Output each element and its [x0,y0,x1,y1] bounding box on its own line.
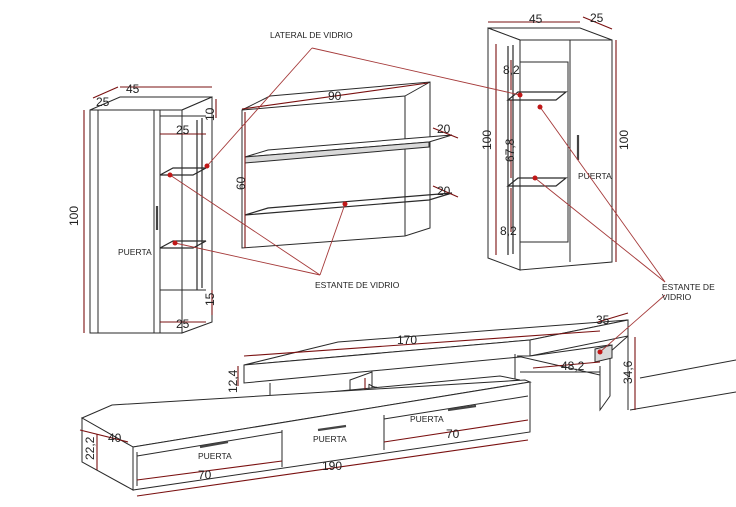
glass-shelf-center-label: ESTANTE DE VIDRIO [315,280,400,290]
right-cabinet-height-right-dim: 100 [617,130,631,150]
glass-shelf-right-label-line1: ESTANTE DE [662,282,715,292]
callouts: LATERAL DE VIDRIO ESTANTE DE VIDRIO ESTA… [167,30,715,355]
right-cabinet-depth-dim: 25 [590,11,604,25]
right-cabinet-shelf-space-dim: 67,8 [503,138,517,162]
right-cabinet-width-dim: 45 [529,12,543,26]
tv-base-height-dim: 22,2 [83,436,97,460]
callout-dot [167,172,173,178]
tv-base-door-width-left-dim: 70 [198,468,212,482]
left-cabinet-depth-dim: 25 [96,95,110,109]
wall-panel-width-dim: 90 [328,89,342,103]
callout-dot [597,349,603,355]
left-cabinet-top-gap-dim: 10 [203,107,217,121]
glass-shelf-right-label-line2: VIDRIO [662,292,692,302]
left-cabinet-width-dim: 45 [126,82,140,96]
tv-base-door-right-label: PUERTA [410,414,444,424]
room-lines [629,359,736,411]
tv-base-length-dim: 190 [322,459,342,473]
left-cabinet-height-dim: 100 [67,206,81,226]
long-shelf-thickness-dim: 12,4 [226,369,240,393]
long-shelf-depth-dim: 35 [596,313,610,327]
long-shelf-length-dim: 170 [397,333,417,347]
wall-panel: 90 60 20 20 [234,81,459,249]
right-cabinet-bottom-gap-dim: 8,2 [500,224,517,238]
right-cabinet-top-gap-dim: 8,2 [503,63,520,77]
right-cabinet: PUERTA 45 25 100 100 8,2 67,8 8,2 [480,11,631,271]
tv-base-depth-dim: 40 [108,431,122,445]
wall-panel-shelf-bottom-dim: 20 [437,184,451,198]
callout-dot [172,240,178,246]
left-cabinet-bottom-gap-dim: 15 [203,292,217,306]
callout-dot [537,104,543,110]
left-cabinet-door-label: PUERTA [118,247,152,257]
tv-base-door-width-right-dim: 70 [446,427,460,441]
tv-base-door-center-label: PUERTA [313,434,347,444]
callout-dot [532,175,538,181]
callout-dot [204,163,210,169]
callout-dot [342,201,348,207]
wall-panel-shelf-top-dim: 20 [437,122,451,136]
long-shelf-gap-dim: 7 [366,383,380,390]
right-cabinet-door-label: PUERTA [578,171,612,181]
tv-base-unit: PUERTA PUERTA PUERTA 40 22,2 70 70 190 [79,379,532,497]
wall-panel-height-dim: 60 [234,176,248,190]
long-shelf-height-dim: 34,6 [621,360,635,384]
lateral-glass-label: LATERAL DE VIDRIO [270,30,353,40]
left-cabinet: PUERTA 25 45 100 25 10 25 15 [67,82,217,334]
left-cabinet-inner-bottom-dim: 25 [176,317,190,331]
tv-base-door-left-label: PUERTA [198,451,232,461]
callout-dot [517,92,523,98]
long-shelf-inner-width-dim: 48,2 [561,359,585,373]
right-cabinet-height-left-dim: 100 [480,130,494,150]
left-cabinet-inner-top-dim: 25 [176,123,190,137]
